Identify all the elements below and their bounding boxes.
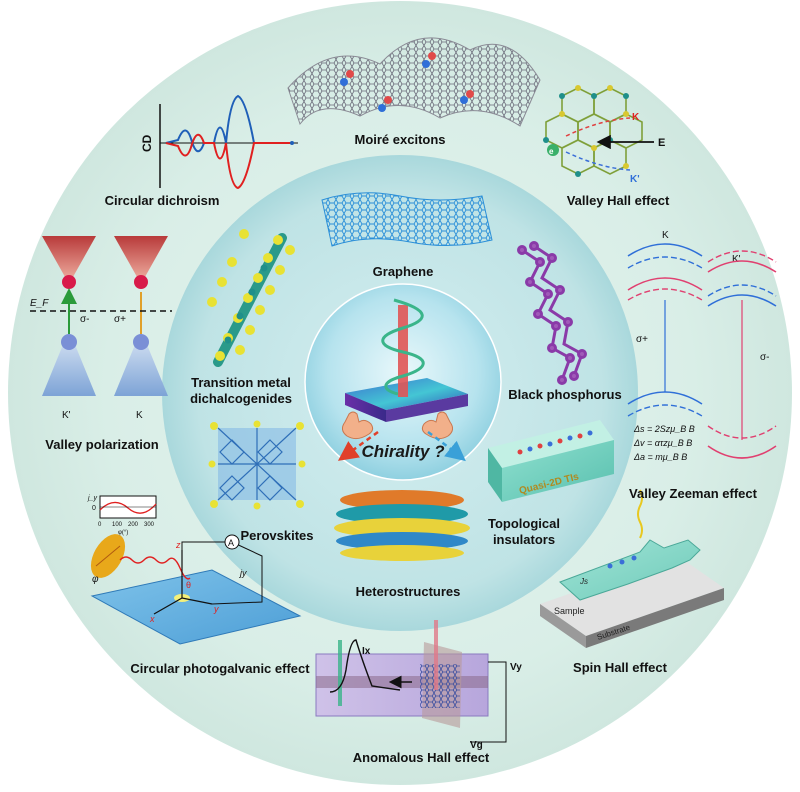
circular-dichroism-label: Circular dichroism: [104, 193, 220, 208]
cpge-y-label: y: [213, 604, 219, 614]
cpge-inset-tick: 100: [112, 522, 123, 528]
cpge-inset-x-label: φ(°): [118, 530, 128, 536]
cpge-label: Circular photogalvanic effect: [130, 661, 310, 676]
vhe-k-label: K: [632, 112, 640, 123]
cpge-phi-label: φ: [92, 574, 99, 585]
graphene-sheet: [321, 192, 493, 247]
cpge-z-label: z: [175, 540, 181, 550]
ah-vy-label: Vy: [510, 662, 522, 673]
topological-insulators-label: Topological insulators: [488, 516, 560, 547]
cpge-inset-tick: 200: [128, 522, 139, 528]
heterostructure-layers: [334, 490, 470, 561]
tmd-label: Transition metal dichalcogenides: [190, 375, 292, 406]
cpge-inset-tick: 0: [98, 522, 102, 528]
vp-sigma-minus-label: σ-: [80, 314, 90, 325]
anomalous-hall-effect-label: Anomalous Hall effect: [352, 750, 490, 765]
cpge-inset-tick: 300: [144, 522, 155, 528]
vp-k-label: K: [136, 410, 143, 421]
vp-ef-label: E_F: [30, 298, 49, 309]
ah-vg-label: Vg: [470, 740, 483, 751]
cpge-device: j_y 0 0 100 200 300 φ(°) A z x y θ φ jy: [87, 495, 302, 645]
moire-excitons-label: Moiré excitons: [354, 132, 446, 147]
ah-ix-label: Ix: [362, 646, 371, 657]
cpge-inset-y-label: j_y: [87, 495, 97, 502]
cd-axis-label: CD: [140, 134, 154, 152]
cpge-x-label: x: [149, 614, 155, 624]
vz-eq1: Δs = 2Szμ_B B: [633, 424, 695, 434]
black-phosphorus-label: Black phosphorus: [508, 387, 622, 402]
vp-kprime-label: K': [62, 410, 71, 421]
vhe-e-label: E: [658, 137, 665, 149]
sh-sample-label: Sample: [554, 606, 585, 616]
vhe-electron-label: e: [549, 147, 554, 156]
chirality-label: Chirality ?: [361, 442, 445, 461]
spin-hall-device: Js Sample Substrate: [540, 489, 724, 648]
perovskite-structure: [208, 420, 306, 510]
sh-js-label: Js: [579, 577, 588, 586]
topological-insulator-slab: Quasi-2D TIs: [488, 420, 614, 502]
vz-kprime-label: K': [732, 254, 741, 265]
black-phosphorus-structure: [517, 241, 587, 385]
graphene-label: Graphene: [372, 264, 434, 279]
valley-zeeman-diagram: K K' σ+ σ- Δs = 2Szμ_B B Δv = ατzμ_B B Δ…: [627, 230, 777, 462]
vz-eq2: Δv = ατzμ_B B: [633, 438, 692, 448]
cpge-jy-label: jy: [239, 568, 247, 578]
heterostructures-label: Heterostructures: [355, 584, 461, 599]
cd-plot: CD: [140, 94, 298, 190]
cpge-a-label: A: [228, 538, 234, 548]
valley-polarization-label: Valley polarization: [45, 437, 159, 452]
vp-sigma-plus-label: σ+: [114, 314, 126, 325]
left-hand-icon: [341, 411, 374, 440]
moire-lattice: [287, 37, 541, 127]
chirality-center-graphic: [337, 298, 468, 462]
valley-zeeman-effect-label: Valley Zeeman effect: [629, 486, 757, 501]
vhe-kprime-label: K': [630, 174, 640, 185]
vz-sigma-plus-label: σ+: [636, 334, 648, 345]
valley-hall-lattice: e E K K': [543, 85, 665, 185]
valley-polarization-diagram: E_F σ- σ+ K' K: [30, 236, 172, 421]
perovskites-label: Perovskites: [240, 528, 314, 543]
anomalous-hall-device: Ix Vy Vg: [315, 620, 522, 751]
spin-hall-effect-label: Spin Hall effect: [573, 660, 667, 675]
vz-eq3: Δa = mμ_B B: [633, 452, 687, 462]
cpge-inset-zero: 0: [92, 505, 96, 512]
cpge-theta-label: θ: [186, 580, 191, 590]
vz-sigma-minus-label: σ-: [760, 352, 770, 363]
tmd-structure: [207, 229, 295, 367]
vz-k-label: K: [662, 230, 669, 241]
valley-hall-effect-label: Valley Hall effect: [566, 193, 670, 208]
